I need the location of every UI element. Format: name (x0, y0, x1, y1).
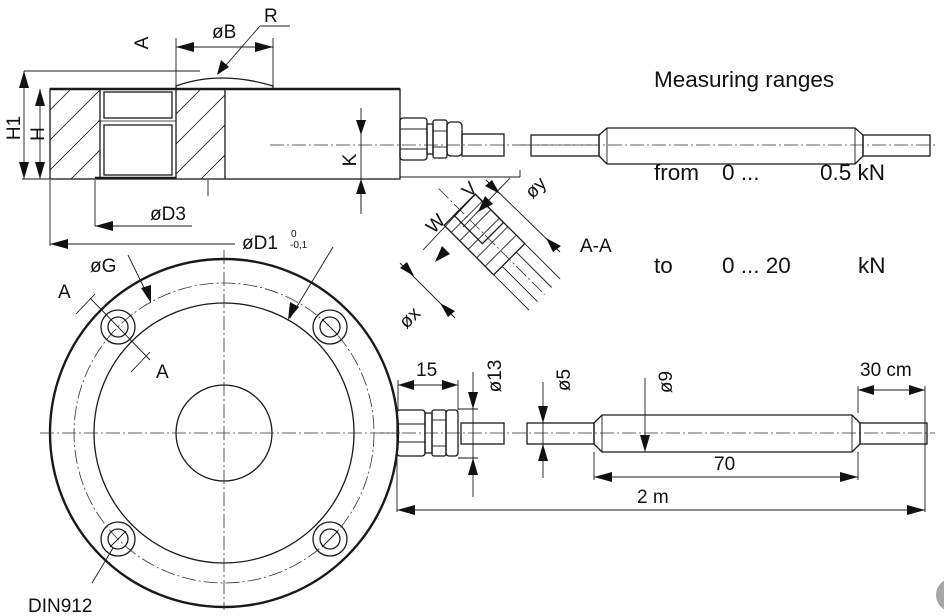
hatch-left (50, 89, 100, 179)
side-cable-gland (399, 117, 505, 161)
top-view: A A øG DIN912 (28, 246, 400, 616)
label-dia-d1-tol-lower: -0,1 (290, 240, 308, 251)
ranges-from-start: 0 ... (722, 160, 760, 185)
hatch-center (176, 89, 225, 179)
label-dia-g: øG (90, 256, 116, 277)
ranges-to-prefix: to (654, 253, 673, 278)
load-button-dome (175, 77, 274, 90)
label-section-a-a: A-A (580, 236, 612, 257)
side-cable-sleeve (520, 127, 935, 165)
label-cable-length: 2 m (637, 487, 669, 508)
ranges-to-start: 0 ... 20 (722, 253, 791, 278)
label-dia-13: ø13 (485, 360, 506, 393)
label-dia-d3: øD3 (150, 204, 186, 225)
ranges-from-prefix: from (654, 160, 699, 185)
label-dia-y: øy (521, 173, 551, 203)
label-dia-d1: øD1 (242, 233, 278, 254)
label-dia-d1-tol-upper: 0 (291, 229, 297, 240)
corner-scroll-indicator (936, 578, 944, 612)
label-radius: R (264, 6, 278, 27)
section-a-a-detail: W V øy øx A-A (395, 173, 612, 333)
label-dia-x: øx (395, 303, 425, 333)
label-section-a-side: A (132, 36, 153, 49)
ranges-heading: Measuring ranges (654, 67, 835, 92)
label-h1: H1 (4, 116, 25, 140)
label-dia-9: ø9 (656, 371, 677, 393)
ranges-to-end: kN (858, 253, 886, 278)
label-dia-b: øB (212, 22, 236, 43)
label-section-a-left: A (58, 282, 71, 303)
label-gland-length: 15 (416, 360, 437, 381)
ranges-from-row: from 0 ... 0.5 kN (654, 157, 886, 188)
side-view: H1 H øB R A K øD3 (4, 6, 935, 254)
label-sleeve-length: 70 (714, 454, 735, 475)
label-h: H (28, 127, 49, 141)
ranges-from-end: 0.5 kN (820, 160, 886, 185)
measuring-ranges-text: Measuring ranges from 0 ... 0.5 kN to 0 ...… (654, 2, 886, 312)
label-end-length: 30 cm (860, 360, 912, 381)
label-screw-standard: DIN912 (28, 596, 92, 616)
label-section-a-right: A (156, 362, 169, 383)
label-dia-5: ø5 (554, 369, 575, 391)
label-k: K (340, 153, 361, 166)
mounting-holes (100, 309, 348, 557)
ranges-to-row: to 0 ... 20 kN (654, 250, 886, 281)
label-w: W (422, 210, 450, 238)
cable-view: 15 ø13 ø5 ø9 30 cm 70 2 m (380, 360, 935, 515)
